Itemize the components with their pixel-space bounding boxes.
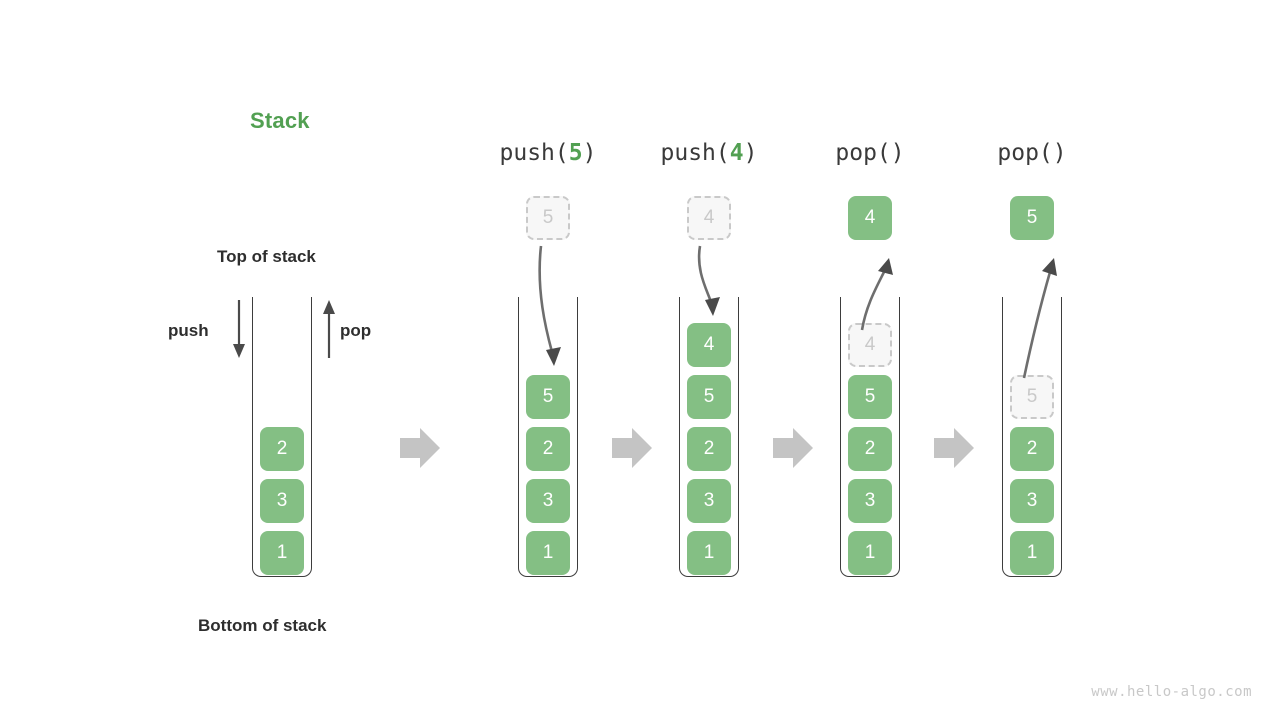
- op-name: pop(: [835, 140, 891, 166]
- op-header-pop-2: pop(): [932, 140, 1132, 166]
- stack-box: 2: [848, 427, 892, 471]
- stack-box: 3: [1010, 479, 1054, 523]
- stack-box: 5: [848, 375, 892, 419]
- flow-arrow-icon-3: [773, 428, 813, 468]
- stack-container-pop-2: [1002, 297, 1062, 577]
- stack-box: 2: [260, 427, 304, 471]
- flow-arrow-icon-2: [612, 428, 652, 468]
- bottom-of-stack-label: Bottom of stack: [198, 616, 327, 635]
- op-name: push(: [660, 140, 730, 166]
- ghost-stack-box: 5: [1010, 375, 1054, 419]
- op-close-paren: ): [743, 140, 758, 166]
- external-box-solid: 5: [1010, 196, 1054, 240]
- flow-arrow-icon-4: [934, 428, 974, 468]
- stack-box: 1: [260, 531, 304, 575]
- stack-box: 2: [526, 427, 570, 471]
- stack-container-push-5: [518, 297, 578, 577]
- op-close-paren: ): [582, 140, 597, 166]
- external-box-solid: 4: [848, 196, 892, 240]
- op-header-pop-1: pop(): [770, 140, 970, 166]
- pop-label: pop: [340, 321, 372, 340]
- external-box-ghost: 4: [687, 196, 731, 240]
- op-name: push(: [499, 140, 569, 166]
- top-of-stack-label: Top of stack: [217, 247, 316, 266]
- stack-box: 4: [687, 323, 731, 367]
- pop-arrow-icon: [323, 300, 335, 358]
- stack-box: 3: [526, 479, 570, 523]
- stack-container-push-4: [679, 297, 739, 577]
- stack-box: 5: [687, 375, 731, 419]
- stack-box: 1: [687, 531, 731, 575]
- op-argument: 5: [568, 140, 583, 166]
- stack-container-initial: [252, 297, 312, 577]
- op-name: pop(: [997, 140, 1053, 166]
- stack-box: 1: [1010, 531, 1054, 575]
- flow-arrow-icon-1: [400, 428, 440, 468]
- op-header-push-5: push(5): [448, 140, 648, 166]
- op-close-paren: ): [890, 140, 905, 166]
- stack-box: 5: [526, 375, 570, 419]
- stack-box: 2: [687, 427, 731, 471]
- stack-box: 2: [1010, 427, 1054, 471]
- op-header-push-4: push(4): [609, 140, 809, 166]
- ghost-stack-box: 4: [848, 323, 892, 367]
- op-close-paren: ): [1052, 140, 1067, 166]
- stack-box: 3: [260, 479, 304, 523]
- stack-container-pop-1: [840, 297, 900, 577]
- page-title: Stack: [250, 108, 310, 133]
- stack-box: 3: [848, 479, 892, 523]
- stack-box: 1: [848, 531, 892, 575]
- push-arrow-icon: [233, 300, 245, 358]
- stack-box: 3: [687, 479, 731, 523]
- watermark: www.hello-algo.com: [1091, 684, 1252, 700]
- external-box-ghost: 5: [526, 196, 570, 240]
- push-label: push: [168, 321, 209, 340]
- stack-box: 1: [526, 531, 570, 575]
- op-argument: 4: [729, 140, 744, 166]
